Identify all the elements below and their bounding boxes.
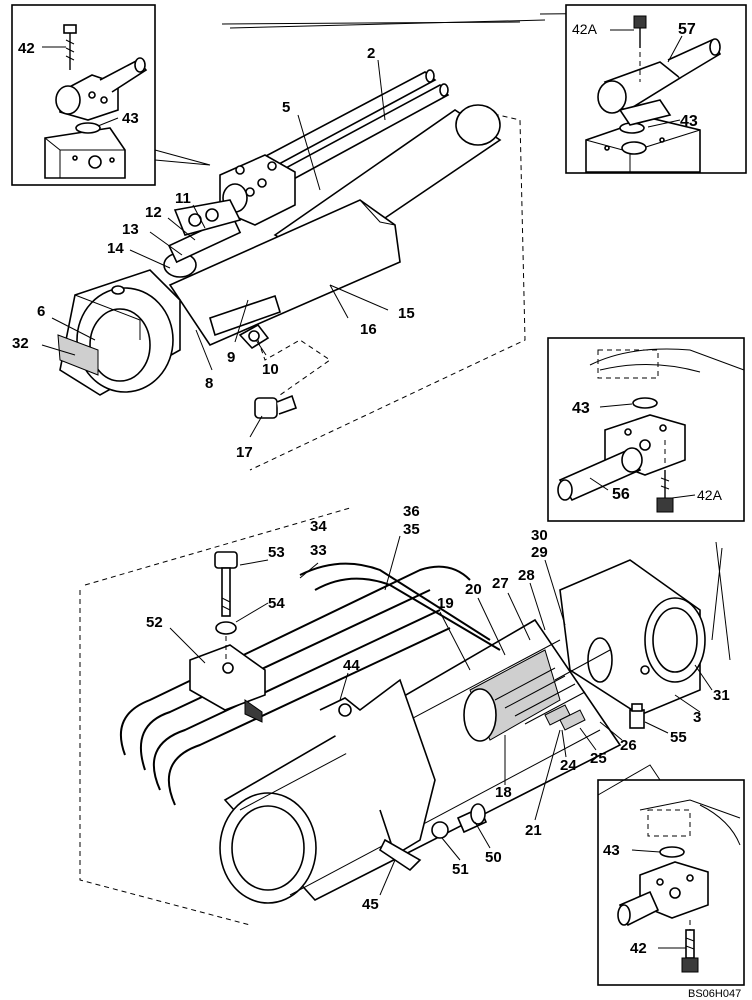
o-ring-icon <box>632 397 658 409</box>
callout-11: 11 <box>175 190 191 207</box>
callout-42: 42 <box>630 940 647 957</box>
callout-43: 43 <box>680 113 698 130</box>
callout-16: 16 <box>360 321 377 338</box>
washer-icon <box>215 621 237 635</box>
callout-19: 19 <box>437 595 454 612</box>
callout-43: 43 <box>572 400 590 417</box>
callout-9: 9 <box>227 349 235 366</box>
callout-45: 45 <box>362 896 379 913</box>
cylinder-body-assembly: 34 33 36 35 30 29 28 27 20 19 53 54 52 4… <box>79 503 731 926</box>
callout-52: 52 <box>146 614 163 631</box>
callout-17: 17 <box>236 444 253 461</box>
callout-34: 34 <box>310 518 327 535</box>
callout-35: 35 <box>403 521 420 538</box>
callout-44: 44 <box>343 657 360 674</box>
inset-top-right: 42A 57 43 <box>565 4 747 174</box>
bolt-head-icon <box>254 397 278 419</box>
callout-53: 53 <box>268 544 285 561</box>
callout-14: 14 <box>107 240 124 257</box>
callout-24: 24 <box>560 757 577 774</box>
callout-29: 29 <box>531 544 548 561</box>
callout-3: 3 <box>693 709 701 726</box>
callout-30: 30 <box>531 527 548 544</box>
callout-26: 26 <box>620 737 637 754</box>
callout-5: 5 <box>282 99 290 116</box>
grease-fitting-icon <box>629 709 645 729</box>
o-ring-icon <box>75 122 101 134</box>
callout-42a: 42A <box>572 21 598 37</box>
rod-end-assembly: 2 5 11 12 13 14 6 32 8 9 10 15 16 17 <box>12 45 526 471</box>
drawing-code: BS06H047 <box>688 988 741 1000</box>
callout-28: 28 <box>518 567 535 584</box>
washer-icon <box>431 821 449 839</box>
callout-33: 33 <box>310 542 327 559</box>
bolt-icon <box>681 957 699 973</box>
callout-56: 56 <box>612 486 630 503</box>
bolt-icon <box>214 551 238 569</box>
inset-bottom-right: 43 42 <box>597 764 745 986</box>
callout-42: 42 <box>18 40 35 57</box>
bolt-icon <box>63 24 77 34</box>
callout-8: 8 <box>205 375 213 392</box>
bolt-icon <box>633 15 647 29</box>
callout-31: 31 <box>713 687 730 704</box>
callout-32: 32 <box>12 335 29 352</box>
callout-51: 51 <box>452 861 469 878</box>
callout-2: 2 <box>367 45 375 62</box>
inset-mid-right: 43 56 42A <box>547 337 745 522</box>
callout-57: 57 <box>678 21 696 38</box>
callout-13: 13 <box>122 221 139 238</box>
callout-21: 21 <box>525 822 542 839</box>
callout-50: 50 <box>485 849 502 866</box>
callout-18: 18 <box>495 784 512 801</box>
callout-43: 43 <box>603 842 620 859</box>
callout-27: 27 <box>492 575 509 592</box>
bolt-icon <box>656 497 674 513</box>
callout-25: 25 <box>590 750 607 767</box>
callout-54: 54 <box>268 595 285 612</box>
callout-42a: 42A <box>697 487 723 503</box>
callout-55: 55 <box>670 729 687 746</box>
callout-20: 20 <box>465 581 482 598</box>
callout-43: 43 <box>122 110 139 127</box>
callout-10: 10 <box>262 361 279 378</box>
callout-12: 12 <box>145 204 162 221</box>
callout-15: 15 <box>398 305 415 322</box>
o-ring-icon <box>659 846 685 858</box>
inset-top-left: 42 43 <box>11 4 211 186</box>
callout-36: 36 <box>403 503 420 520</box>
callout-6: 6 <box>37 303 45 320</box>
